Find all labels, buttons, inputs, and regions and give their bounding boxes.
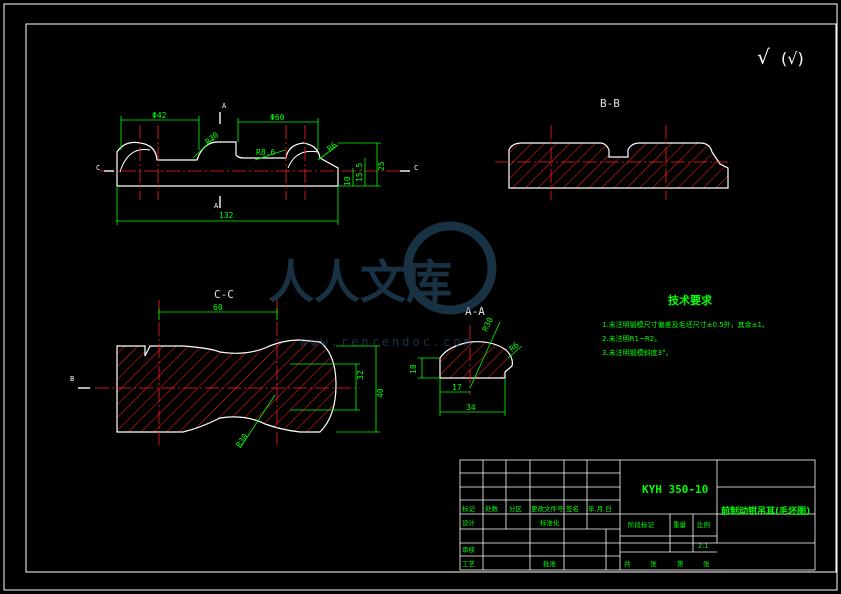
dim-phi42: Φ42 <box>152 111 167 120</box>
tech-requirements: 技术要求 1.未注明锻模尺寸偏差及毛坯尺寸±0.5外，其余±1。 2.未注明R1… <box>602 293 769 357</box>
tech-item-2: 2.未注明R1~R2。 <box>602 334 661 343</box>
watermark-logo-icon <box>403 221 497 315</box>
roughness-general: (√) <box>781 49 804 68</box>
cell-chushu: 处数 <box>485 504 499 513</box>
dim-d60-top: Φ60 <box>270 113 285 122</box>
cell-bili-value: 2:1 <box>698 542 708 550</box>
drawing-number: KYH 350-10 <box>642 483 708 496</box>
cell-sheji: 设计 <box>462 518 476 527</box>
section-mark-b-left: B <box>70 375 74 383</box>
cc-dim-d32: 32 <box>356 370 365 380</box>
aa-dim-r6: R6 <box>508 340 521 353</box>
cell-zhongliang: 重量 <box>673 521 687 529</box>
front-view: Φ42 Φ60 132 R30 R8.6 R6 25 10 15.5 A A C… <box>96 102 418 225</box>
cc-view: C-C 60 32 40 R30 B <box>70 288 385 449</box>
outer-frame <box>3 3 838 591</box>
bb-view: B-B <box>495 97 729 200</box>
cc-label: C-C <box>214 288 234 301</box>
front-right-boss <box>287 150 319 169</box>
dim-r6-angle: R6 <box>326 140 339 153</box>
aa-view: A-A 34 17 18 R30 R6 <box>409 305 523 416</box>
cell-gongyi: 工艺 <box>462 560 476 568</box>
cell-bili: 比例 <box>697 520 710 529</box>
aa-dim-d17: 17 <box>452 383 462 392</box>
section-mark-a-bottom: A <box>214 202 219 210</box>
cell-jieduan: 阶段标记 <box>628 520 655 529</box>
cell-biaozhunhua: 标准化 <box>540 518 560 527</box>
dim-width-132: 132 <box>219 211 234 220</box>
dim-d25: 25 <box>377 161 386 171</box>
aa-dim-r30: R30 <box>481 316 495 333</box>
cell-zhang2: 张 <box>703 559 710 568</box>
cell-biaoji: 标记 <box>462 504 476 513</box>
cell-zhang: 张 <box>650 559 657 568</box>
dim-d15-5: 15.5 <box>355 163 364 182</box>
watermark: 人人文库 www.renrendoc.com <box>268 221 497 349</box>
part-name: 前制动钳吊耳(毛坯图) <box>721 505 810 517</box>
aa-dim-d34: 34 <box>466 403 476 412</box>
aa-dim-d18: 18 <box>409 364 418 374</box>
cc-dim-d40: 40 <box>376 388 385 398</box>
cc-dim-r30: R30 <box>234 432 250 449</box>
cell-di: 第 <box>677 559 684 568</box>
aa-section <box>439 341 513 379</box>
watermark-text: 人人文库 <box>268 255 452 309</box>
watermark-url: www.renrendoc.com <box>300 335 474 349</box>
title-block: KYH 350-10 前制动钳吊耳(毛坯图) 标记 处数 分区 更改文件号 签名… <box>459 459 816 571</box>
cell-pizhun: 批准 <box>543 559 557 568</box>
tech-item-1: 1.未注明锻模尺寸偏差及毛坯尺寸±0.5外，其余±1。 <box>602 320 769 329</box>
cc-dim-d60: 60 <box>213 303 223 312</box>
dim-r8-6: R8.6 <box>256 148 275 157</box>
tech-item-3: 3.未注明锻模斜度3°。 <box>602 348 673 357</box>
section-mark-c-right: C <box>414 164 418 172</box>
inner-frame <box>25 23 837 573</box>
cell-nianyueri: 年.月.日 <box>588 504 612 513</box>
dim-r30: R30 <box>204 130 221 146</box>
section-mark-a-top: A <box>222 102 227 110</box>
roughness-symbols: √ (√) <box>757 45 804 69</box>
cell-fenqu: 分区 <box>509 504 523 513</box>
cell-shenhe: 审核 <box>462 545 476 554</box>
cell-gengai: 更改文件号 <box>531 504 564 513</box>
cell-qianming: 签名 <box>566 504 579 513</box>
cc-section <box>116 339 337 433</box>
tech-title: 技术要求 <box>668 293 713 307</box>
bb-section <box>508 142 729 189</box>
cell-gong: 共 <box>624 559 631 568</box>
roughness-symbol: √ <box>757 45 770 69</box>
front-left-boss <box>119 148 151 173</box>
bb-label: B-B <box>600 97 620 110</box>
dim-d10: 10 <box>343 176 352 186</box>
section-mark-c-left: C <box>96 164 100 172</box>
